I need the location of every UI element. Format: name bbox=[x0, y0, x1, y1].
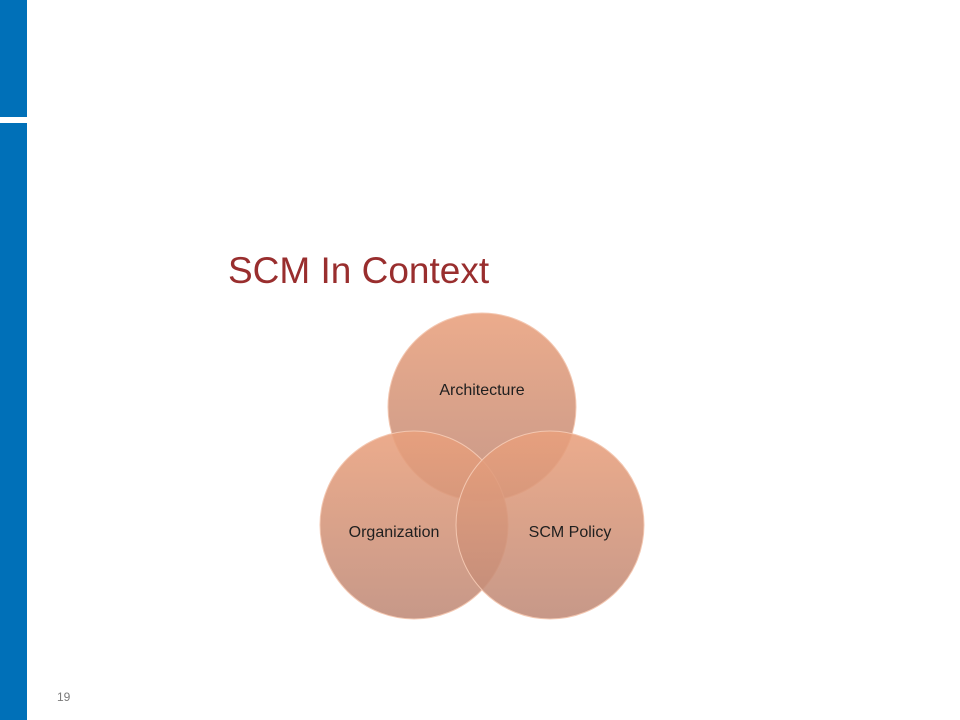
architecture-label: Architecture bbox=[439, 382, 524, 399]
scm-policy-circle bbox=[455, 430, 645, 620]
sidebar-accent-top bbox=[0, 0, 27, 117]
page-number: 19 bbox=[57, 690, 71, 704]
scm-policy-label: SCM Policy bbox=[529, 524, 612, 541]
venn-circles bbox=[319, 312, 645, 620]
slide-title: SCM In Context bbox=[228, 250, 490, 291]
organization-label: Organization bbox=[349, 524, 440, 541]
sidebar-accent-bottom bbox=[0, 123, 27, 720]
